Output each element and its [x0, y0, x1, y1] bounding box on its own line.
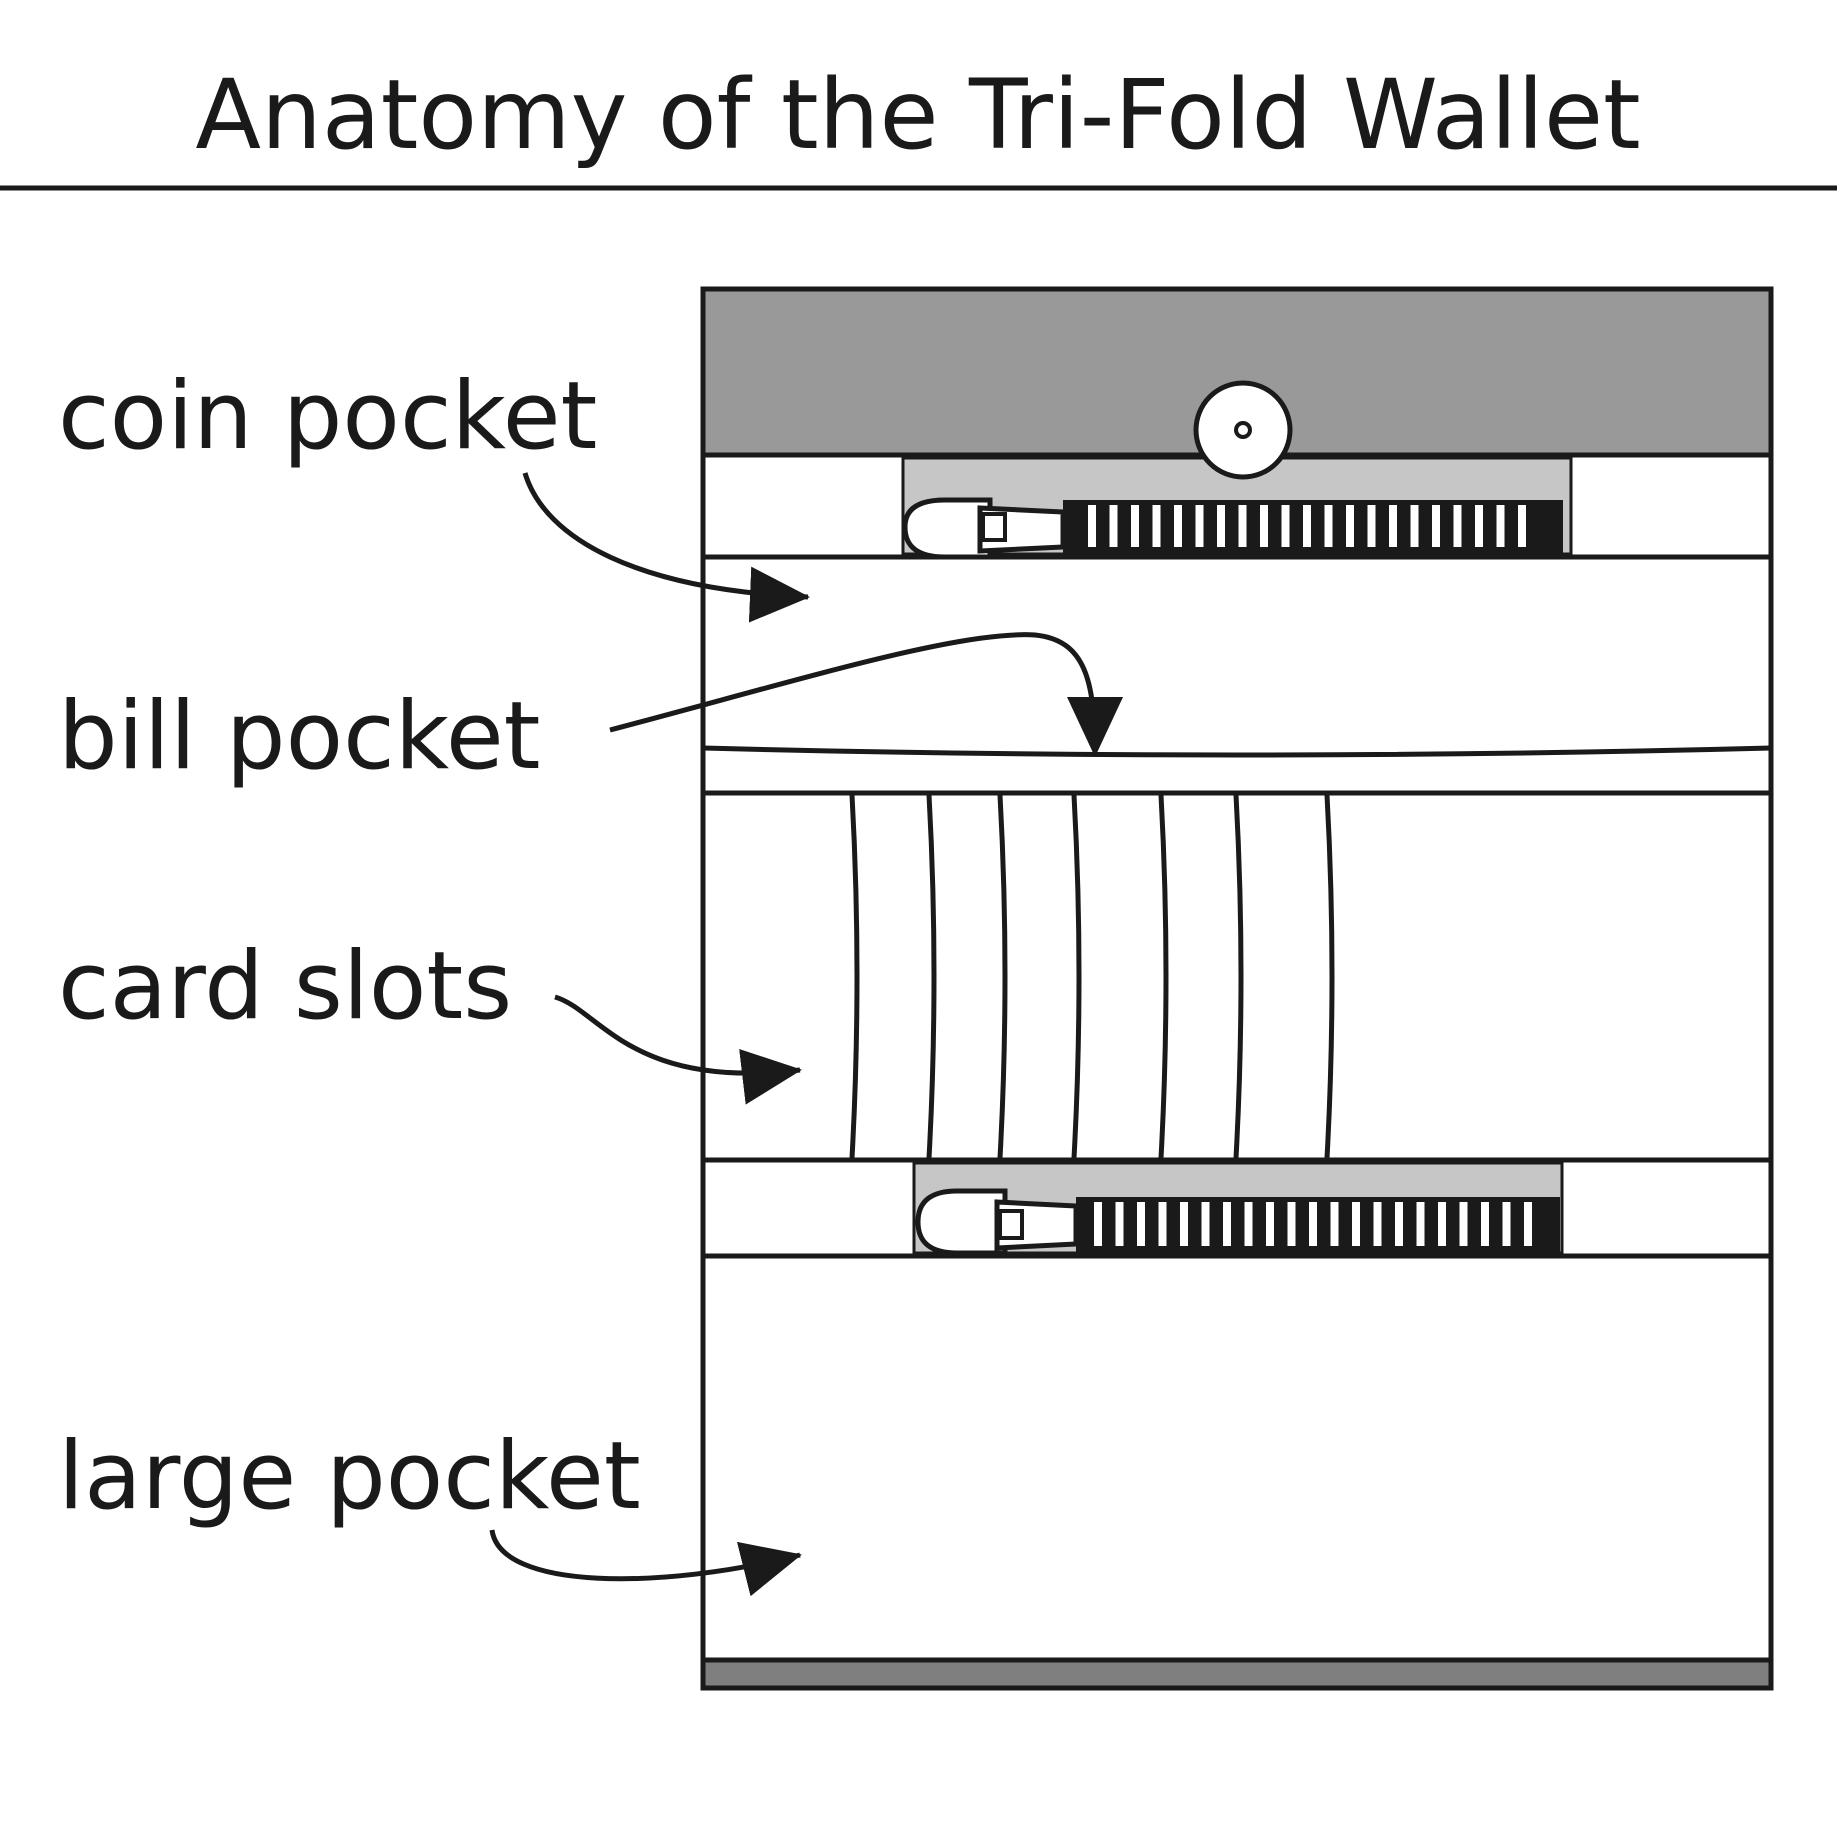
- zipper-tooth: [1330, 1202, 1339, 1246]
- zipper-tooth: [1438, 1202, 1446, 1246]
- card-slot-line: [1158, 794, 1169, 1159]
- zipper-tooth: [1094, 1202, 1102, 1246]
- zipper-tooth: [1453, 505, 1462, 547]
- zipper-tooth: [1502, 1202, 1511, 1246]
- label-card-slots: card slots: [58, 932, 512, 1041]
- zipper-tooth: [1309, 1202, 1317, 1246]
- zipper-tooth: [1346, 505, 1354, 547]
- zipper-tooth: [1244, 1202, 1253, 1246]
- coin-zipper-teeth: [1063, 500, 1563, 554]
- zipper-tooth: [1158, 1202, 1167, 1246]
- label-bill-pocket: bill pocket: [58, 682, 541, 791]
- card-slot-lines: [849, 794, 1335, 1159]
- zipper-tooth: [1481, 1202, 1489, 1246]
- large-pocket-arrow: [489, 1529, 802, 1597]
- zipper-tooth: [1180, 1202, 1188, 1246]
- zipper-tooth: [1223, 1202, 1231, 1246]
- zipper-tooth: [1115, 1202, 1124, 1246]
- large-pocket-area: [700, 1253, 1774, 1663]
- zipper-tooth: [1395, 1202, 1403, 1246]
- zipper-tooth: [1217, 505, 1225, 547]
- bill-pocket-arrow: [609, 632, 1123, 757]
- bottom-trim: [700, 1657, 1774, 1691]
- card-slot-line: [849, 794, 860, 1159]
- lower-zipper-pull-icon: [915, 1188, 1079, 1256]
- snap-button-icon: [1193, 380, 1293, 480]
- zipper-tooth: [1238, 505, 1247, 547]
- bill-pocket-opening: [702, 745, 1772, 758]
- zipper-tooth: [1281, 505, 1290, 547]
- zipper-tooth: [1432, 505, 1440, 547]
- zipper-tooth: [1195, 505, 1204, 547]
- wallet: [700, 286, 1774, 1691]
- card-slot-line: [1071, 794, 1082, 1159]
- card-slot-line: [926, 794, 937, 1159]
- zipper-tooth: [1201, 1202, 1210, 1246]
- zipper-tooth: [1260, 505, 1268, 547]
- zipper-tooth: [1303, 505, 1311, 547]
- zipper-tooth: [1459, 1202, 1468, 1246]
- zipper-tooth: [1524, 1202, 1532, 1246]
- zipper-tooth: [1373, 1202, 1382, 1246]
- zipper-tooth: [1367, 505, 1376, 547]
- card-slot-line: [1233, 794, 1244, 1159]
- zipper-tooth: [1352, 1202, 1360, 1246]
- zipper-tooth: [1410, 505, 1419, 547]
- zipper-tooth: [1152, 505, 1161, 547]
- card-slot-line: [997, 794, 1008, 1159]
- zipper-tooth: [1137, 1202, 1145, 1246]
- label-coin-pocket: coin pocket: [58, 362, 597, 471]
- bill-pocket-area: [700, 554, 1774, 796]
- zipper-tooth: [1266, 1202, 1274, 1246]
- diagram-title: Anatomy of the Tri-Fold Wallet: [195, 59, 1640, 171]
- zipper-tooth: [1131, 505, 1139, 547]
- zipper-tooth: [1287, 1202, 1296, 1246]
- zipper-tooth: [1109, 505, 1118, 547]
- pointer-arrows: [489, 472, 1123, 1597]
- zipper-tooth: [1389, 505, 1397, 547]
- zipper-tooth: [1496, 505, 1505, 547]
- zipper-tooth: [1475, 505, 1483, 547]
- zipper-tooth: [1174, 505, 1182, 547]
- card-slots-arrow: [554, 994, 802, 1105]
- zipper-tooth: [1518, 505, 1526, 547]
- zipper-tooth: [1416, 1202, 1425, 1246]
- label-large-pocket: large pocket: [58, 1422, 641, 1531]
- lower-zipper-teeth: [1076, 1197, 1560, 1253]
- coin-zipper-pull-icon: [902, 497, 1066, 560]
- coin-pocket-arrow: [522, 472, 810, 623]
- card-slot-line: [1324, 794, 1335, 1159]
- zipper-tooth: [1324, 505, 1333, 547]
- zipper-tooth: [1088, 505, 1096, 547]
